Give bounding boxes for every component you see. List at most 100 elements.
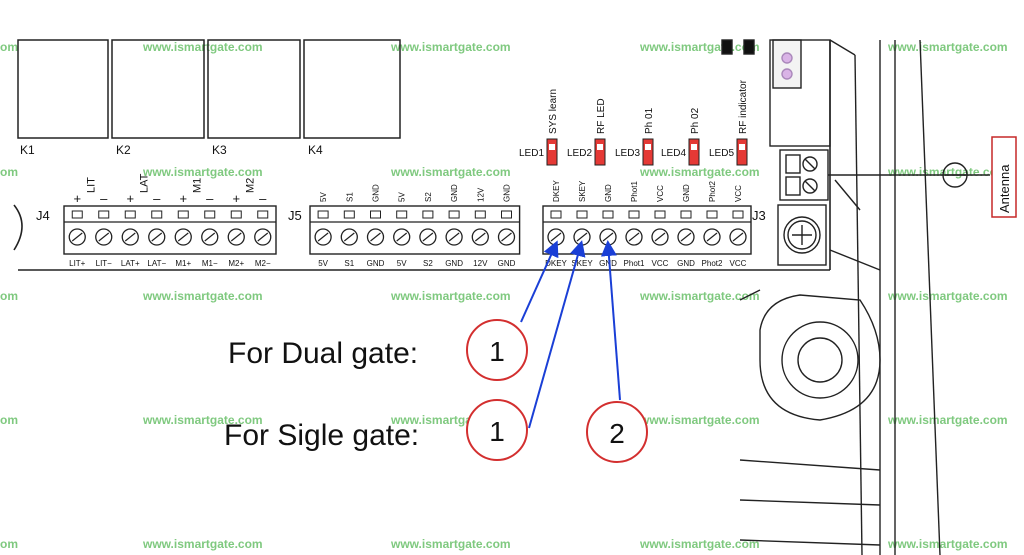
j4-polarity-sign: – [259,191,267,206]
j3-top-label: VCC [656,185,665,202]
j5-top-label: GND [450,184,459,202]
watermark-text: www.ismartgate.com [887,165,1008,179]
j4-bottom-label: M1+ [175,259,191,268]
j3-top-label: SKEY [578,180,587,202]
j3-pin-slot [628,210,640,219]
watermark-text: www.ismartgate.com [390,165,511,179]
j5-top-label: GND [372,184,381,202]
j5-pin-slot [448,210,460,219]
led-indicator [546,138,558,166]
j4-pair-name: M1 [192,178,204,193]
j3-top-label: GND [604,184,613,202]
j3-bottom-label: VCC [730,259,747,268]
relay-k3 [207,39,301,139]
watermark-text: www.ismartgate.com [390,537,511,551]
j3-pin-slot [576,210,588,219]
watermark-text: www.ismartgate.com [887,40,1008,54]
j5-top-label: 12V [476,187,485,202]
j3-pin-slot [706,210,718,219]
j5-bottom-label: 5V [397,259,407,268]
led-label: LED5 [709,148,734,159]
led-caption: Ph 02 [690,107,701,134]
dual-gate-label: For Dual gate: [228,337,418,370]
watermark-fragment: om [0,537,18,551]
watermark-text: www.ismartgate.com [390,289,511,303]
led-indicator [594,138,606,166]
relay-k4 [303,39,401,139]
watermark-layer: om www.ismartgate.com www.ismartgate.com ww… [0,40,1008,551]
j4-polarity-sign: + [232,191,240,206]
watermark-text: www.ismartgate.com [639,537,760,551]
j4-pin-slot [151,210,163,219]
watermark-text: www.ismartgate.com [887,537,1008,551]
j4-polarity-sign: + [126,191,134,206]
watermark-text: www.ismartgate.com [142,165,263,179]
j5-bottom-label: GND [498,259,516,268]
dual-gate-circle [466,319,528,381]
j3-bottom-label: Phot1 [624,259,645,268]
j5-bottom-label: GND [367,259,385,268]
watermark-text: www.ismartgate.com [639,289,760,303]
watermark-text: www.ismartgate.com [639,165,760,179]
j4-pin-slot [71,210,83,219]
relay-group: K1 K2 K3 K4 [17,39,401,157]
j3-top-label: VCC [734,185,743,202]
j4-bottom-label: M2− [255,259,271,268]
single-gate-label: For Sigle gate: [224,419,419,452]
j3-pin-slot [654,210,666,219]
j5-bottom-label: S2 [423,259,433,268]
j4-pair-name: LIT [86,177,98,193]
j4-label: J4 [36,208,50,223]
enclosure-parts [721,39,990,555]
arrow-single-to-gnd [600,240,621,401]
led-label: LED4 [661,148,686,159]
antenna-tag: Antenna [991,136,1017,218]
j5-pin-slot [343,210,355,219]
j3-pin-slot [732,210,744,219]
relay-label: K4 [308,143,323,157]
j3-top-label: DKEY [552,180,561,202]
arrow-single-to-skey [528,240,586,429]
j5-top-label: S2 [424,192,433,202]
j3-top-label: Phot2 [708,181,717,202]
watermark-text: www.ismartgate.com [142,413,263,427]
single-gate-circle-1 [466,399,528,461]
single-gate-circle-2 [586,401,648,463]
watermark-text: www.ismartgate.com [639,40,760,54]
watermark-text: www.ismartgate.com [390,40,511,54]
led-caption: Ph 01 [644,107,655,134]
watermark-text: www.ismartgate.com [142,537,263,551]
j5-terminal-block [309,205,521,255]
watermark-text: www.ismartgate.com [887,413,1008,427]
watermark-fragment: om [0,40,18,54]
j3-label: J3 [752,208,766,223]
watermark-fragment: om [0,413,18,427]
j3-bottom-label: GND [677,259,695,268]
j5-bottom-label: S1 [344,259,354,268]
led-label: LED2 [567,148,592,159]
j5-bottom-label: 5V [318,259,328,268]
dual-gate-number: 1 [489,336,505,367]
j5-pin-slot [474,210,486,219]
j5-bottom-label: 12V [473,259,488,268]
relay-label: K2 [116,143,131,157]
j4-bottom-label: LAT+ [121,259,140,268]
j4-polarity-sign: + [179,191,187,206]
j5-bottom-label: GND [445,259,463,268]
led-indicator [736,138,748,166]
j5-top-label: 5V [398,192,407,202]
j4-polarity-sign: + [73,191,81,206]
watermark-fragment: om [0,289,18,303]
j4-pin-slot [177,210,189,219]
j3-pin-slot [602,210,614,219]
watermark-text: www.ismartgate.com [142,289,263,303]
j3-bottom-label: DKEY [545,259,567,268]
j4-pin-slot [257,210,269,219]
j4-terminal-block [63,205,277,255]
j4-bottom-label: LIT+ [69,259,86,268]
j5-pin-slot [501,210,512,219]
j5-pin-slot [422,210,434,219]
j4-pin-slot [204,210,216,219]
